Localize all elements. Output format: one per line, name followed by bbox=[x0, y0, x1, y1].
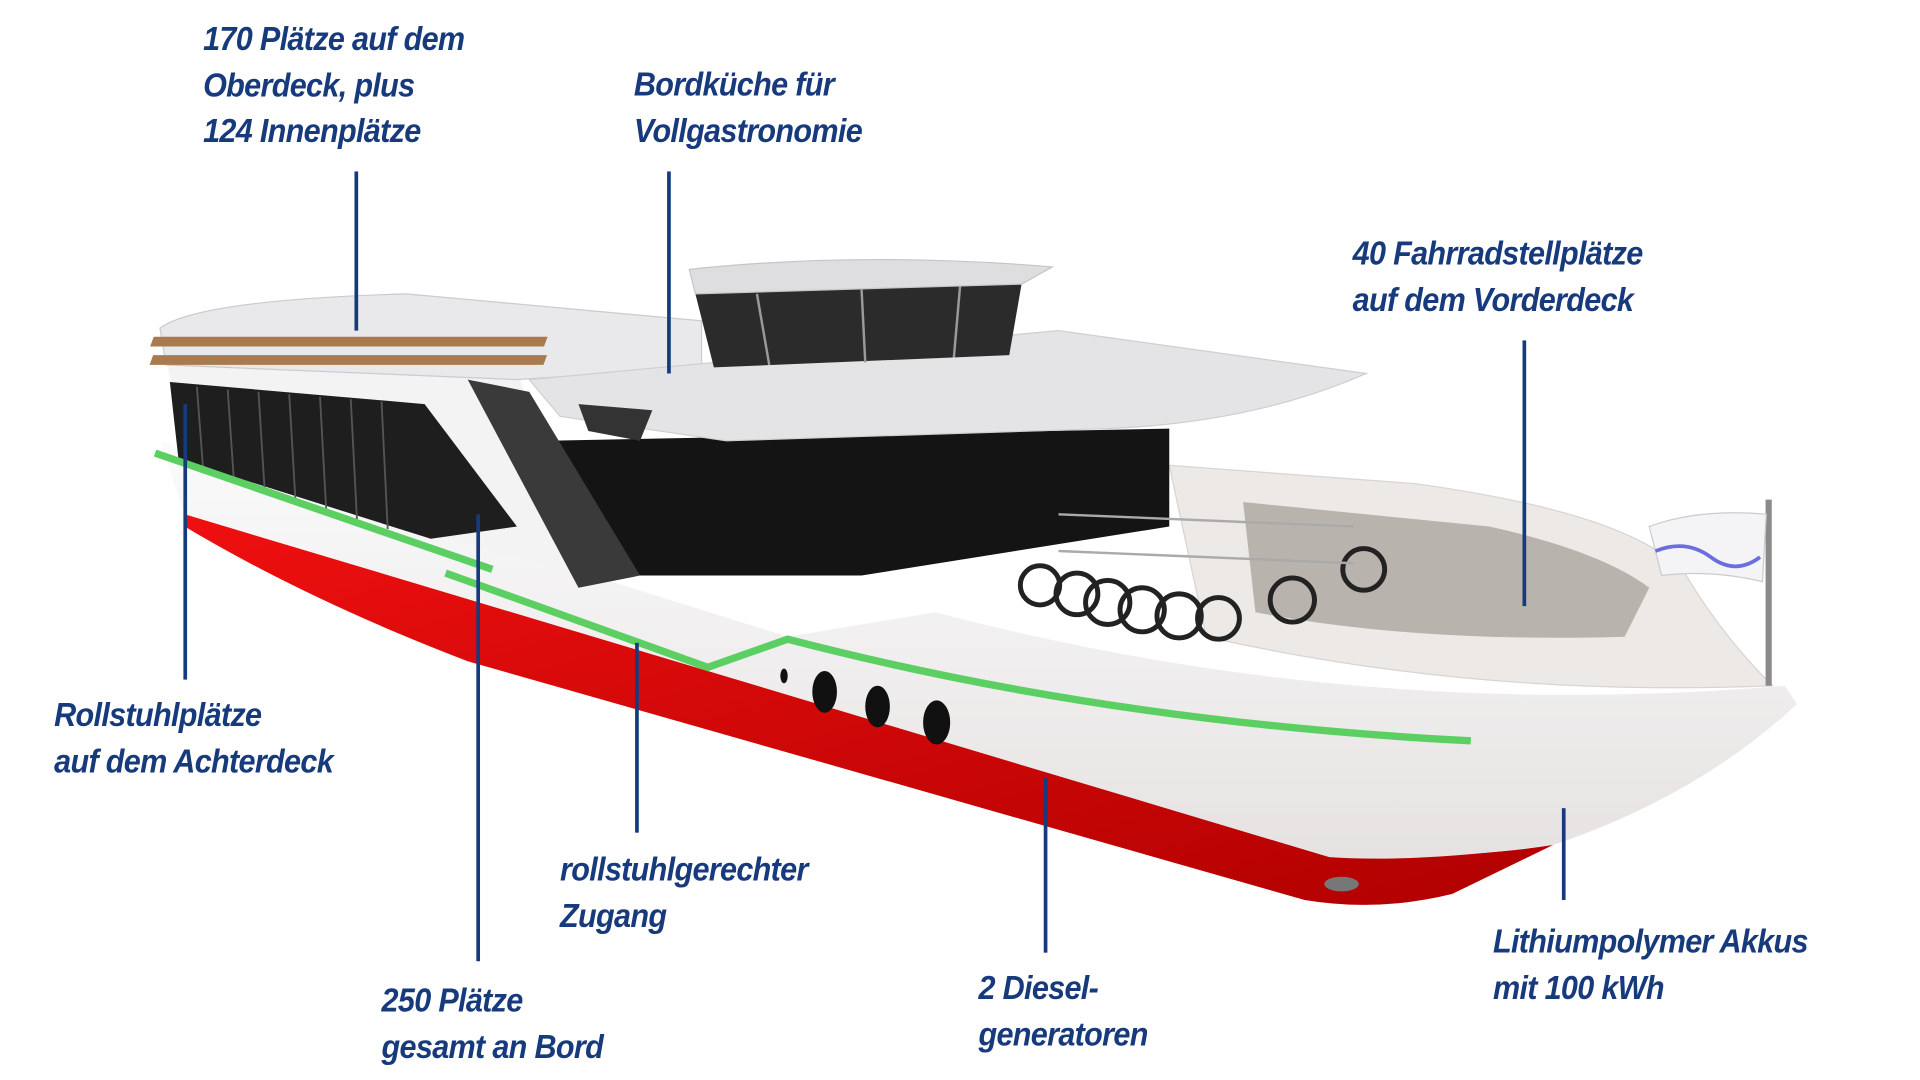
label-wheelchair-access: rollstuhlgerechter Zugang bbox=[560, 847, 808, 939]
label-line: 170 Plätze auf dem bbox=[203, 20, 465, 58]
label-line: 2 Diesel- bbox=[978, 969, 1099, 1007]
label-line: Bordküche für bbox=[633, 66, 835, 103]
label-line: mit 100 kWh bbox=[1492, 969, 1665, 1006]
leader-line bbox=[183, 404, 188, 680]
label-line: Zugang bbox=[560, 896, 667, 934]
label-line: generatoren bbox=[978, 1015, 1148, 1053]
portholes bbox=[780, 668, 951, 745]
wheelhouse bbox=[695, 284, 1022, 368]
leader-line bbox=[635, 642, 639, 833]
label-line: gesamt an Bord bbox=[381, 1027, 604, 1065]
label-line: 124 Innenplätze bbox=[203, 112, 421, 150]
label-line: Rollstuhlplätze bbox=[54, 696, 262, 734]
label-line: Lithiumpolymer Akkus bbox=[1492, 923, 1809, 961]
label-line: auf dem Achterdeck bbox=[54, 742, 334, 780]
leader-line bbox=[354, 171, 359, 331]
leader-line bbox=[1561, 808, 1566, 901]
bicycles bbox=[1017, 546, 1388, 642]
label-galley: Bordküche für Vollgastronomie bbox=[633, 62, 863, 154]
label-line: rollstuhlgerechter bbox=[560, 851, 808, 888]
leader-line bbox=[476, 514, 481, 962]
label-diesel-generators: 2 Diesel- generatoren bbox=[978, 966, 1148, 1058]
label-upper-deck-seats: 170 Plätze auf dem Oberdeck, plus 124 In… bbox=[203, 17, 465, 155]
label-batteries: Lithiumpolymer Akkus mit 100 kWh bbox=[1492, 920, 1809, 1012]
label-bike-spaces: 40 Fahrradstellplätze auf dem Vorderdeck bbox=[1352, 231, 1644, 323]
label-line: 250 Plätze bbox=[381, 982, 524, 1019]
aft-windows bbox=[169, 382, 517, 539]
leader-line bbox=[667, 171, 671, 374]
label-line: Oberdeck, plus bbox=[203, 66, 415, 104]
hull-white bbox=[160, 440, 1797, 859]
label-total-seats: 250 Plätze gesamt an Bord bbox=[382, 978, 604, 1070]
leader-line bbox=[1043, 777, 1048, 953]
label-line: auf dem Vorderdeck bbox=[1352, 281, 1634, 318]
label-wheelchair-spaces: Rollstuhlplätze auf dem Achterdeck bbox=[54, 693, 334, 785]
hull-red bbox=[184, 502, 1554, 905]
label-line: Vollgastronomie bbox=[633, 112, 863, 149]
green-stripe bbox=[153, 449, 1471, 745]
canopy bbox=[528, 329, 1369, 442]
leader-line bbox=[1522, 340, 1527, 607]
label-line: 40 Fahrradstellplätze bbox=[1352, 235, 1644, 272]
